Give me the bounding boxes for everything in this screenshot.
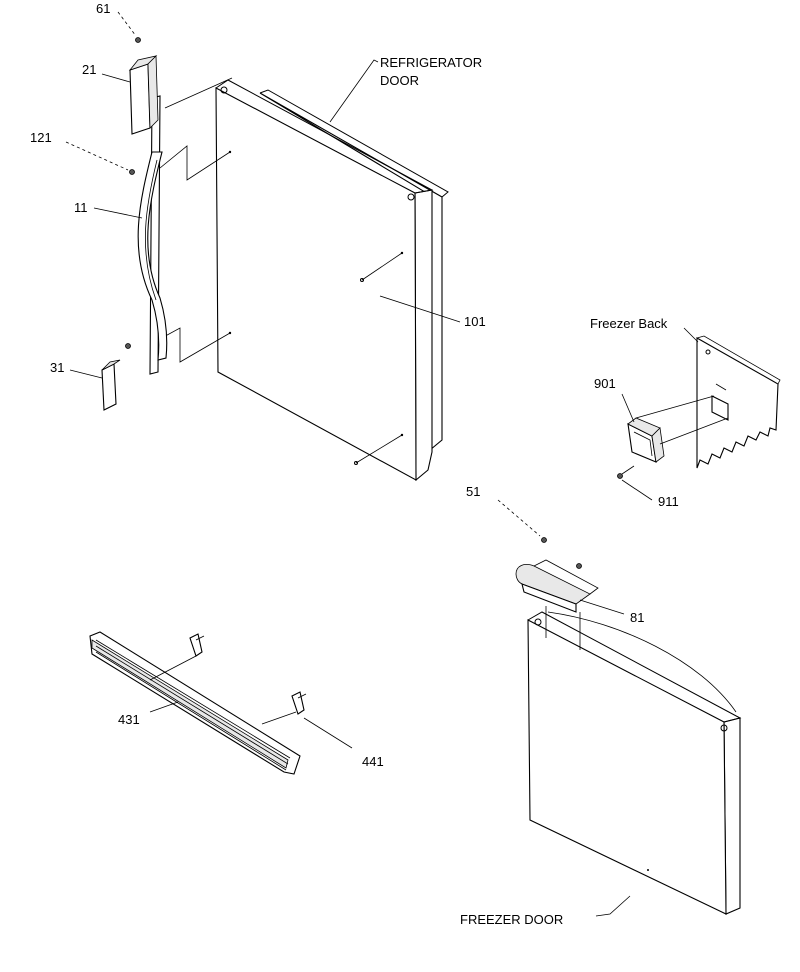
label-911: 911 [658, 494, 679, 509]
refrigerator-door [215, 79, 449, 482]
clip-mount-line-2 [261, 711, 297, 725]
label-441: 441 [362, 754, 384, 769]
label-101: 101 [464, 314, 486, 329]
guide-mount-line-bottom [659, 417, 729, 445]
label-11: 11 [74, 200, 88, 215]
screws-handle [125, 37, 141, 349]
label-121: 121 [30, 130, 52, 145]
screws-freezer-handle [541, 537, 582, 569]
label-refrigerator-door-line1: REFRIGERATOR [380, 55, 482, 70]
label-901: 901 [594, 376, 616, 391]
freezer-back-panel [696, 335, 781, 469]
toe-grille [89, 631, 301, 775]
leader-lines [65, 11, 699, 917]
handle-end-cap-top [128, 55, 159, 135]
label-81: 81 [630, 610, 644, 625]
refrigerator-handle [137, 95, 168, 375]
label-freezer-door: FREEZER DOOR [460, 912, 563, 927]
grille-clips [189, 633, 307, 715]
label-21: 21 [82, 62, 96, 77]
screw-911 [617, 465, 635, 479]
freezer-door [527, 611, 742, 915]
label-freezer-back: Freezer Back [590, 316, 668, 331]
clip-mount-line-1 [149, 655, 197, 681]
handle-end-cap-bottom [101, 359, 121, 411]
label-51: 51 [466, 484, 480, 499]
freezer-handle [515, 559, 599, 613]
handle-mounting-lines [157, 77, 403, 464]
label-refrigerator-door-line2: DOOR [380, 73, 419, 88]
freezer-guide-901 [627, 417, 665, 463]
label-431: 431 [118, 712, 140, 727]
guide-mount-line-top [635, 395, 715, 419]
label-31: 31 [50, 360, 64, 375]
label-61: 61 [96, 1, 110, 16]
